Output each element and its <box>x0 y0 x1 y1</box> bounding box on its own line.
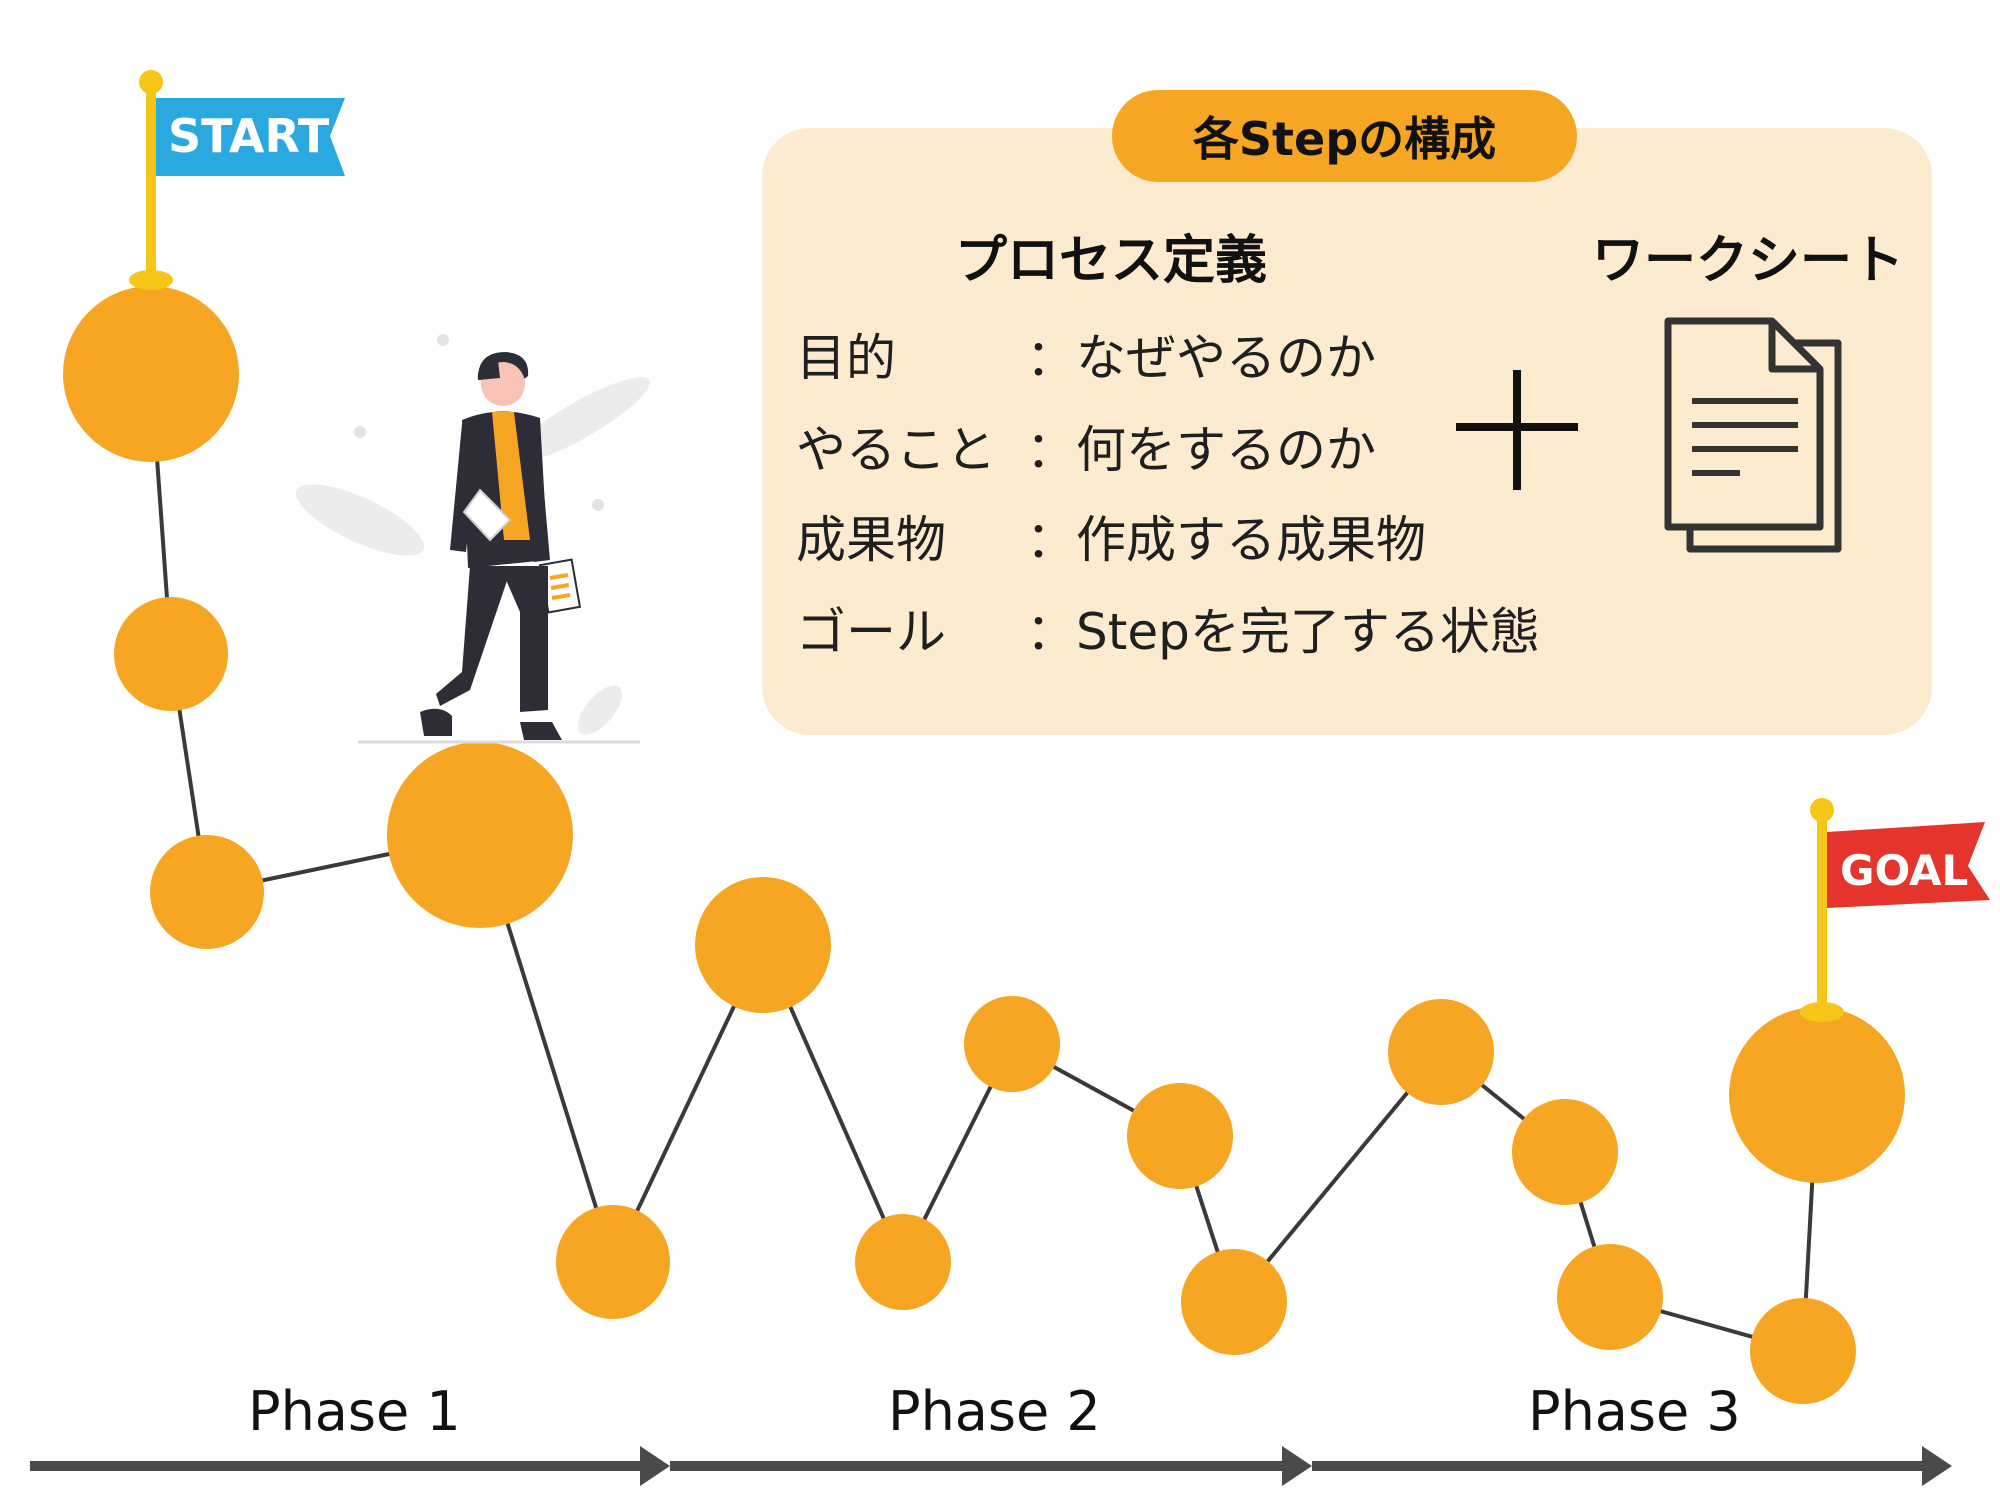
step-node <box>855 1214 951 1310</box>
row-value: ：なぜやるのか <box>1026 318 1376 390</box>
step-node <box>387 742 573 928</box>
phase-2-arrowhead <box>1282 1446 1312 1486</box>
phase-arrows <box>30 1446 1952 1486</box>
step-node <box>1512 1099 1618 1205</box>
goal-flag: GOAL <box>1800 798 1990 1022</box>
plus-icon <box>1452 365 1582 495</box>
phase-1-label: Phase 1 <box>248 1380 461 1443</box>
step-node <box>1750 1298 1856 1404</box>
row-todo: やること ：何をするのか <box>796 410 996 482</box>
walking-person-illustration <box>287 334 658 742</box>
phase-2-label: Phase 2 <box>888 1380 1101 1443</box>
panel-title: 各Stepの構成 <box>1112 90 1577 182</box>
step-node <box>1557 1244 1663 1350</box>
start-flag-label: START <box>168 109 330 163</box>
phase-3-label: Phase 3 <box>1528 1380 1741 1443</box>
row-value: ：作成する成果物 <box>1026 500 1426 572</box>
row-label: ゴール <box>796 603 946 661</box>
step-node <box>63 286 239 462</box>
row-value: ：何をするのか <box>1026 410 1376 482</box>
row-deliverable: 成果物 ：作成する成果物 <box>796 500 946 572</box>
phase-3-arrowhead <box>1922 1446 1952 1486</box>
step-node <box>695 877 831 1013</box>
step-node <box>1729 1007 1905 1183</box>
step-node <box>556 1205 670 1319</box>
row-purpose: 目的 ：なぜやるのか <box>796 318 896 390</box>
goal-flag-label: GOAL <box>1840 846 1968 895</box>
row-label: やること <box>796 421 996 479</box>
step-node <box>1388 999 1494 1105</box>
step-node <box>964 996 1060 1092</box>
step-node <box>1127 1083 1233 1189</box>
row-value: ：Stepを完了する状態 <box>1026 592 1540 664</box>
document-icon <box>1660 315 1850 555</box>
worksheet-heading: ワークシート <box>1592 218 1904 293</box>
row-label: 成果物 <box>796 511 946 569</box>
step-node <box>150 835 264 949</box>
step-node <box>1181 1249 1287 1355</box>
start-flag: START <box>129 70 345 290</box>
step-node <box>114 597 228 711</box>
process-definition-heading: プロセス定義 <box>955 218 1267 293</box>
row-goal: ゴール ：Stepを完了する状態 <box>796 592 946 664</box>
row-label: 目的 <box>796 329 896 387</box>
phase-1-arrowhead <box>640 1446 670 1486</box>
